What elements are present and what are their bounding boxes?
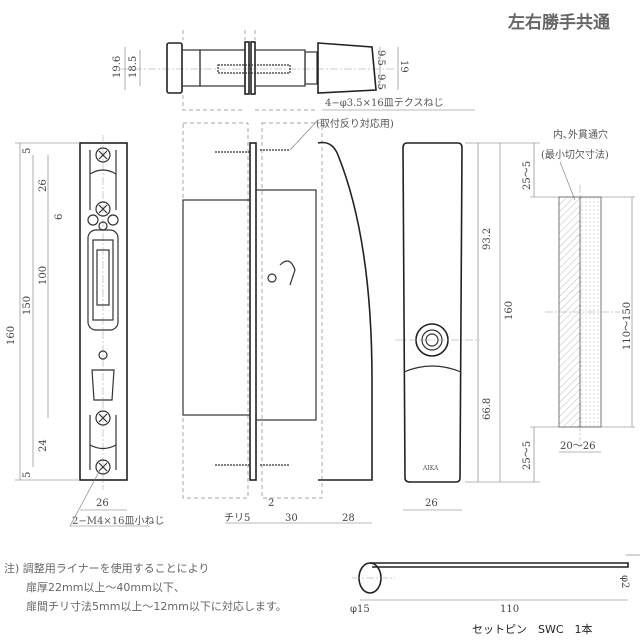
dim-25-5-bottom: 25～5 [522, 441, 533, 470]
dim-110-pin: 110 [500, 604, 519, 615]
set-pin-caption: セットピン SWC 1本 [472, 622, 593, 636]
dim-19-6: 19.6 [112, 56, 123, 78]
brand-mark: AIKA [422, 465, 439, 472]
dim-26-width: 26 [96, 498, 109, 509]
dim-6: 6 [54, 214, 65, 220]
dim-30: 30 [285, 513, 298, 524]
dim-5-bottom: 5 [22, 472, 33, 478]
set-pin: φ15 110 φ2 セットピン SWC 1本 [350, 554, 640, 636]
dim-18-5: 18.5 [128, 56, 139, 78]
dim-150: 150 [22, 296, 33, 315]
screw-label: 4−φ3.5×16皿テクスねじ [325, 97, 443, 109]
handle-view: AIKA 93.2 160 66.8 26 [395, 142, 540, 511]
note-line2: 扉厚22mm以上～40mm以下、 [26, 581, 185, 594]
dim-9-5-b: 9.5 [375, 74, 386, 90]
note: 注) 調整用ライナーを使用することにより 扉厚22mm以上～40mm以下、 扉間… [4, 561, 287, 613]
dim-110-150: 110～150 [622, 302, 633, 350]
dim-9-5-a: 9.5 [375, 50, 386, 66]
dim-chiri-5: チリ5 [224, 512, 250, 524]
dim-26: 26 [38, 179, 49, 192]
dim-phi2: φ2 [619, 575, 630, 588]
cutout-label-line2: (最小切欠寸法) [541, 148, 609, 161]
dim-100: 100 [38, 266, 49, 285]
dim-160: 160 [6, 326, 17, 345]
front-plate-view: 160 150 100 26 6 24 5 5 26 2−M4×16皿小ねじ [6, 135, 164, 527]
dim-28: 28 [342, 513, 355, 524]
title: 左右勝手共通 [508, 12, 610, 33]
cutout-view: 25～5 110～150 25～5 20～26 内､外貫通穴 (最小切欠寸法) [522, 128, 635, 482]
dim-19: 19 [398, 60, 409, 73]
note-line3: 扉間チリ寸法5mm以上～12mm以下に対応します。 [26, 599, 287, 613]
dim-5-top: 5 [22, 148, 33, 154]
side-view: チリ5 2 30 28 [182, 122, 373, 524]
dim-26-handle: 26 [425, 498, 438, 509]
top-view: 19.6 18.5 9.5 9.5 19 [112, 30, 409, 111]
dim-2: 2 [268, 498, 274, 509]
dim-24: 24 [38, 439, 49, 452]
dim-25-5-top: 25～5 [522, 161, 533, 190]
note-line1: 注) 調整用ライナーを使用することにより [4, 561, 209, 575]
cutout-label-line1: 内､外貫通穴 [553, 128, 608, 141]
dim-phi15: φ15 [350, 604, 370, 615]
dim-66-8: 66.8 [482, 398, 493, 420]
dim-160-handle: 160 [504, 301, 515, 320]
plate-screw-label: 2−M4×16皿小ねじ [72, 515, 164, 527]
screw-sub-label: (取付反り対応用) [316, 117, 394, 130]
dim-20-26: 20～26 [560, 441, 595, 452]
dim-93-2: 93.2 [482, 228, 493, 250]
